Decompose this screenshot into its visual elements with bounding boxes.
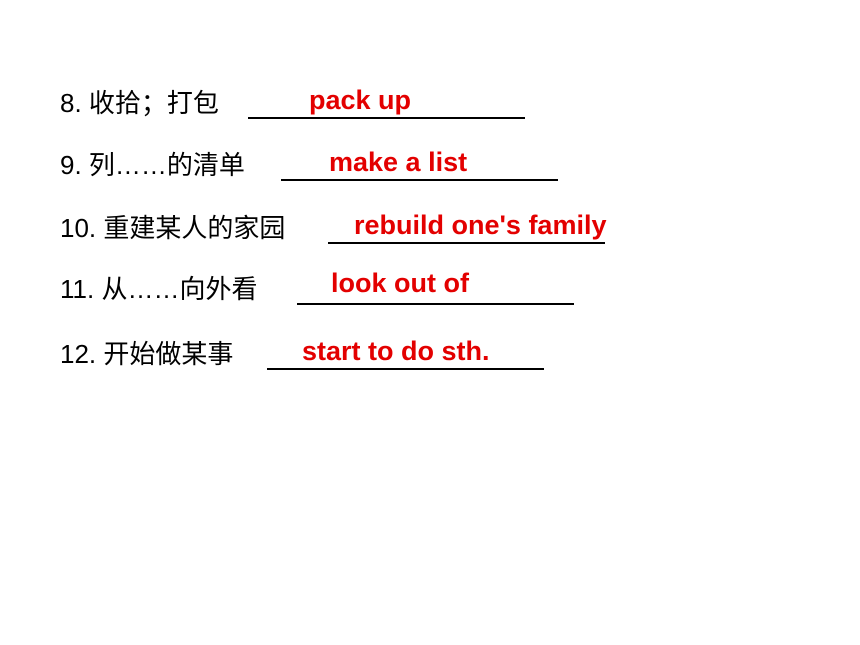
item-prompt: 11. 从……向外看 [60,274,258,304]
item-prompt: 12. 开始做某事 [60,339,234,369]
exercise-item: 10. 重建某人的家园 rebuild one's family [60,210,840,251]
item-prompt: 10. 重建某人的家园 [60,213,286,243]
answer-blank-line [328,242,605,244]
answer-blank-line [267,368,544,370]
exercise-item: 9. 列……的清单 make a list [60,147,840,188]
item-prompt: 8. 收拾；打包 [60,88,219,118]
item-answer: look out of [331,268,469,298]
item-answer: make a list [329,147,468,177]
exercise-item: 12. 开始做某事 start to do sth. [60,336,840,377]
exercise-item: 11. 从……向外看 look out of [60,268,840,312]
item-answer: pack up [309,85,412,115]
item-prompt: 9. 列……的清单 [60,150,245,180]
answer-blank-line [297,303,574,305]
exercise-item: 8. 收拾；打包 pack up [60,85,840,126]
answer-blank-line [248,117,525,119]
item-answer: start to do sth. [302,336,490,366]
item-answer: rebuild one's family [354,210,607,240]
answer-blank-line [281,179,558,181]
